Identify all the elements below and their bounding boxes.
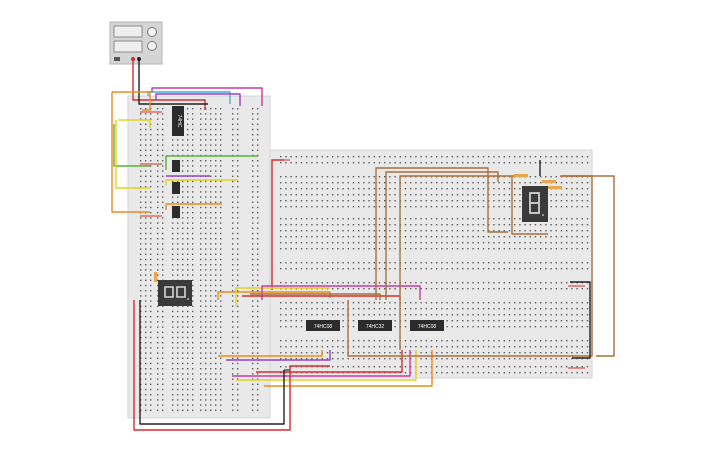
terminal-negative[interactable]: [137, 57, 141, 61]
power-supply-display-bottom: [113, 40, 143, 53]
svg-text:74HC32: 74HC32: [366, 324, 385, 330]
svg-text:74HC: 74HC: [176, 115, 182, 128]
wires[interactable]: [111, 60, 615, 431]
chip-small-1[interactable]: [172, 160, 180, 172]
seven-segment-left[interactable]: [154, 272, 192, 306]
power-supply[interactable]: [109, 21, 163, 65]
chip-small-2[interactable]: [172, 182, 180, 194]
knob-icon[interactable]: [147, 41, 157, 51]
chip-74hc-1[interactable]: 74HC08: [306, 320, 340, 331]
led-icon: [114, 57, 120, 61]
svg-text:74HC08: 74HC08: [418, 324, 437, 330]
seven-segment-right[interactable]: [514, 174, 562, 222]
chip-74hc-2[interactable]: 74HC32: [358, 320, 392, 331]
knob-icon[interactable]: [147, 27, 157, 37]
chip-left-vertical[interactable]: 74HC: [172, 106, 184, 136]
resistor-icon: [542, 180, 556, 183]
breadboard-left-holes: [140, 108, 259, 411]
chips[interactable]: 74HC 74HC08 74HC32 74HC08: [172, 106, 444, 331]
resistor-icon: [548, 186, 562, 189]
resistor-icon: [154, 272, 157, 282]
breadboard-right[interactable]: [269, 149, 593, 379]
chip-74hc-3[interactable]: 74HC08: [410, 320, 444, 331]
breadboard-left[interactable]: [127, 95, 271, 419]
terminal-positive[interactable]: [131, 57, 135, 61]
power-supply-display-top: [113, 25, 143, 38]
resistor-icon: [514, 174, 528, 177]
svg-text:74HC08: 74HC08: [314, 324, 333, 330]
power-rail-marks: [140, 111, 585, 371]
chip-small-3[interactable]: [172, 206, 180, 218]
